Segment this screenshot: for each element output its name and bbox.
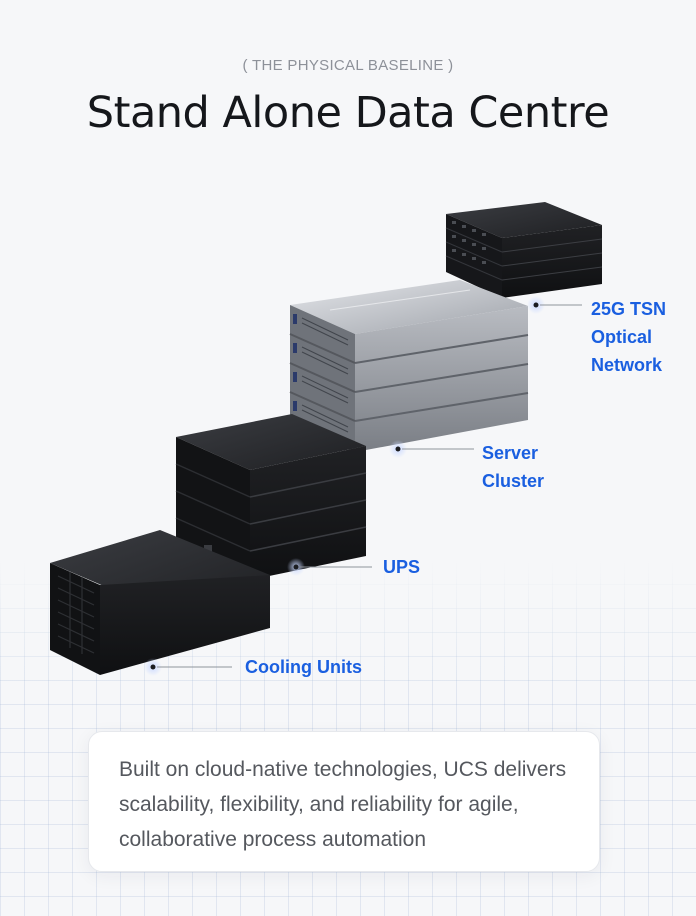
network-switch-stack [445, 202, 603, 298]
server-cluster-stack [289, 280, 529, 452]
callout-network-line2: Optical [591, 327, 653, 347]
callout-server-line1: Server [482, 443, 539, 463]
callout-server-line2: Cluster [482, 471, 545, 491]
cooling-units-block [50, 530, 270, 675]
callout-server: Server Cluster [482, 439, 544, 495]
description-text: Built on cloud-native technologies, UCS … [119, 758, 567, 851]
callout-network-line1: 25G TSN [591, 299, 667, 319]
callout-ups: UPS [383, 557, 421, 577]
callout-network: 25G TSN Optical Network [591, 295, 666, 379]
callout-connectors [144, 296, 582, 676]
callout-cooling: Cooling Units [245, 657, 362, 677]
description-card: Built on cloud-native technologies, UCS … [88, 731, 600, 872]
page-title: Stand Alone Data Centre [86, 88, 610, 138]
callout-network-line3: Network [591, 355, 663, 375]
section-eyebrow: ( THE PHYSICAL BASELINE ) [242, 57, 454, 74]
